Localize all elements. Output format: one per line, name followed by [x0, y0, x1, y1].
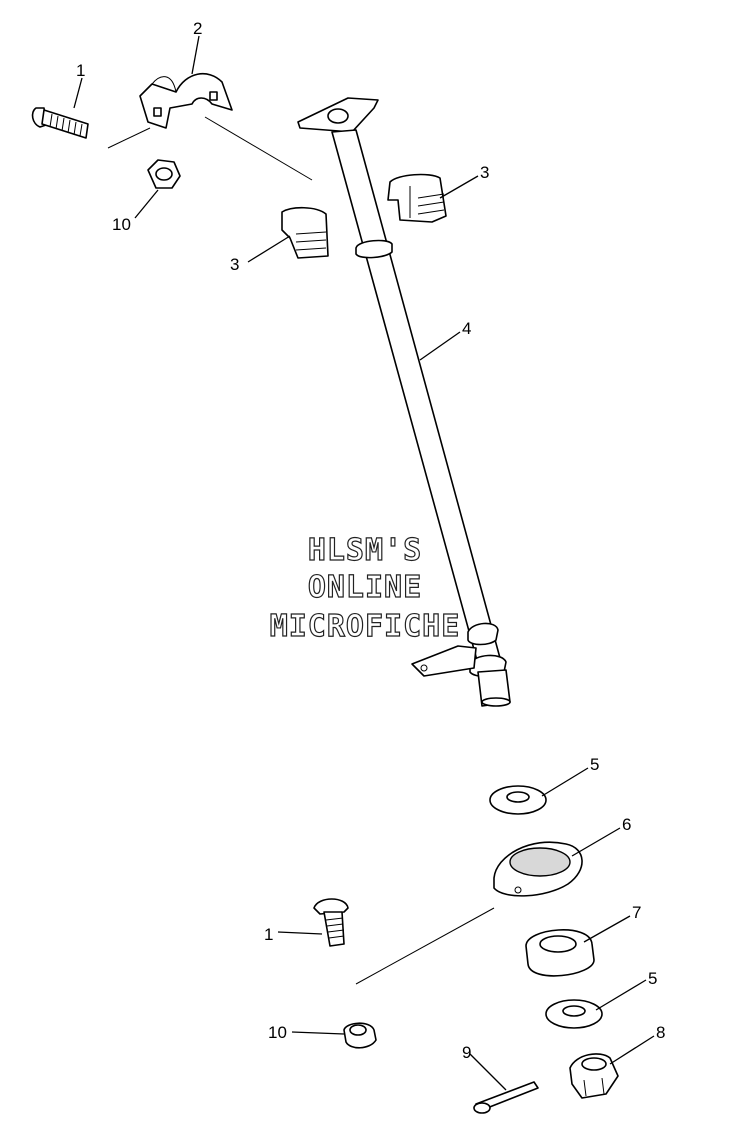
callout-6: 6 — [622, 815, 631, 834]
clamp-bracket — [139, 73, 233, 129]
watermark: HLSM'S ONLINE MICROFICHE — [269, 532, 461, 644]
callout-10-lower: 10 — [268, 1023, 287, 1042]
watermark-line-1: HLSM'S — [308, 533, 422, 568]
callout-1-lower: 1 — [264, 925, 273, 944]
callout-3-right: 3 — [480, 163, 489, 182]
carriage-bolt-upper — [31, 107, 89, 139]
hex-nut-upper — [147, 159, 181, 189]
callout-9: 9 — [462, 1043, 471, 1062]
bushing-upper-right — [387, 173, 447, 223]
bushing-ring — [525, 929, 595, 977]
steering-post — [297, 97, 511, 707]
bearing-flange — [493, 841, 583, 897]
cotter-pin — [473, 1081, 539, 1114]
hex-nut-lower — [343, 1022, 377, 1049]
watermark-line-2: ONLINE — [308, 570, 422, 605]
callout-8: 8 — [656, 1023, 665, 1042]
leader-lines — [73, 35, 655, 1091]
callout-3-left: 3 — [230, 255, 239, 274]
callout-10-upper: 10 — [112, 215, 131, 234]
carriage-bolt-lower — [313, 898, 349, 947]
callout-4: 4 — [462, 319, 471, 338]
castle-nut — [569, 1053, 619, 1099]
callout-1-upper: 1 — [76, 61, 85, 80]
callout-7: 7 — [632, 903, 641, 922]
callout-5-lower: 5 — [648, 969, 657, 988]
watermark-line-3: MICROFICHE — [270, 609, 461, 644]
washer-lower — [545, 999, 603, 1029]
callout-5-upper: 5 — [590, 755, 599, 774]
washer-upper — [489, 785, 547, 815]
callout-2: 2 — [193, 19, 202, 38]
bushing-left — [281, 206, 329, 259]
